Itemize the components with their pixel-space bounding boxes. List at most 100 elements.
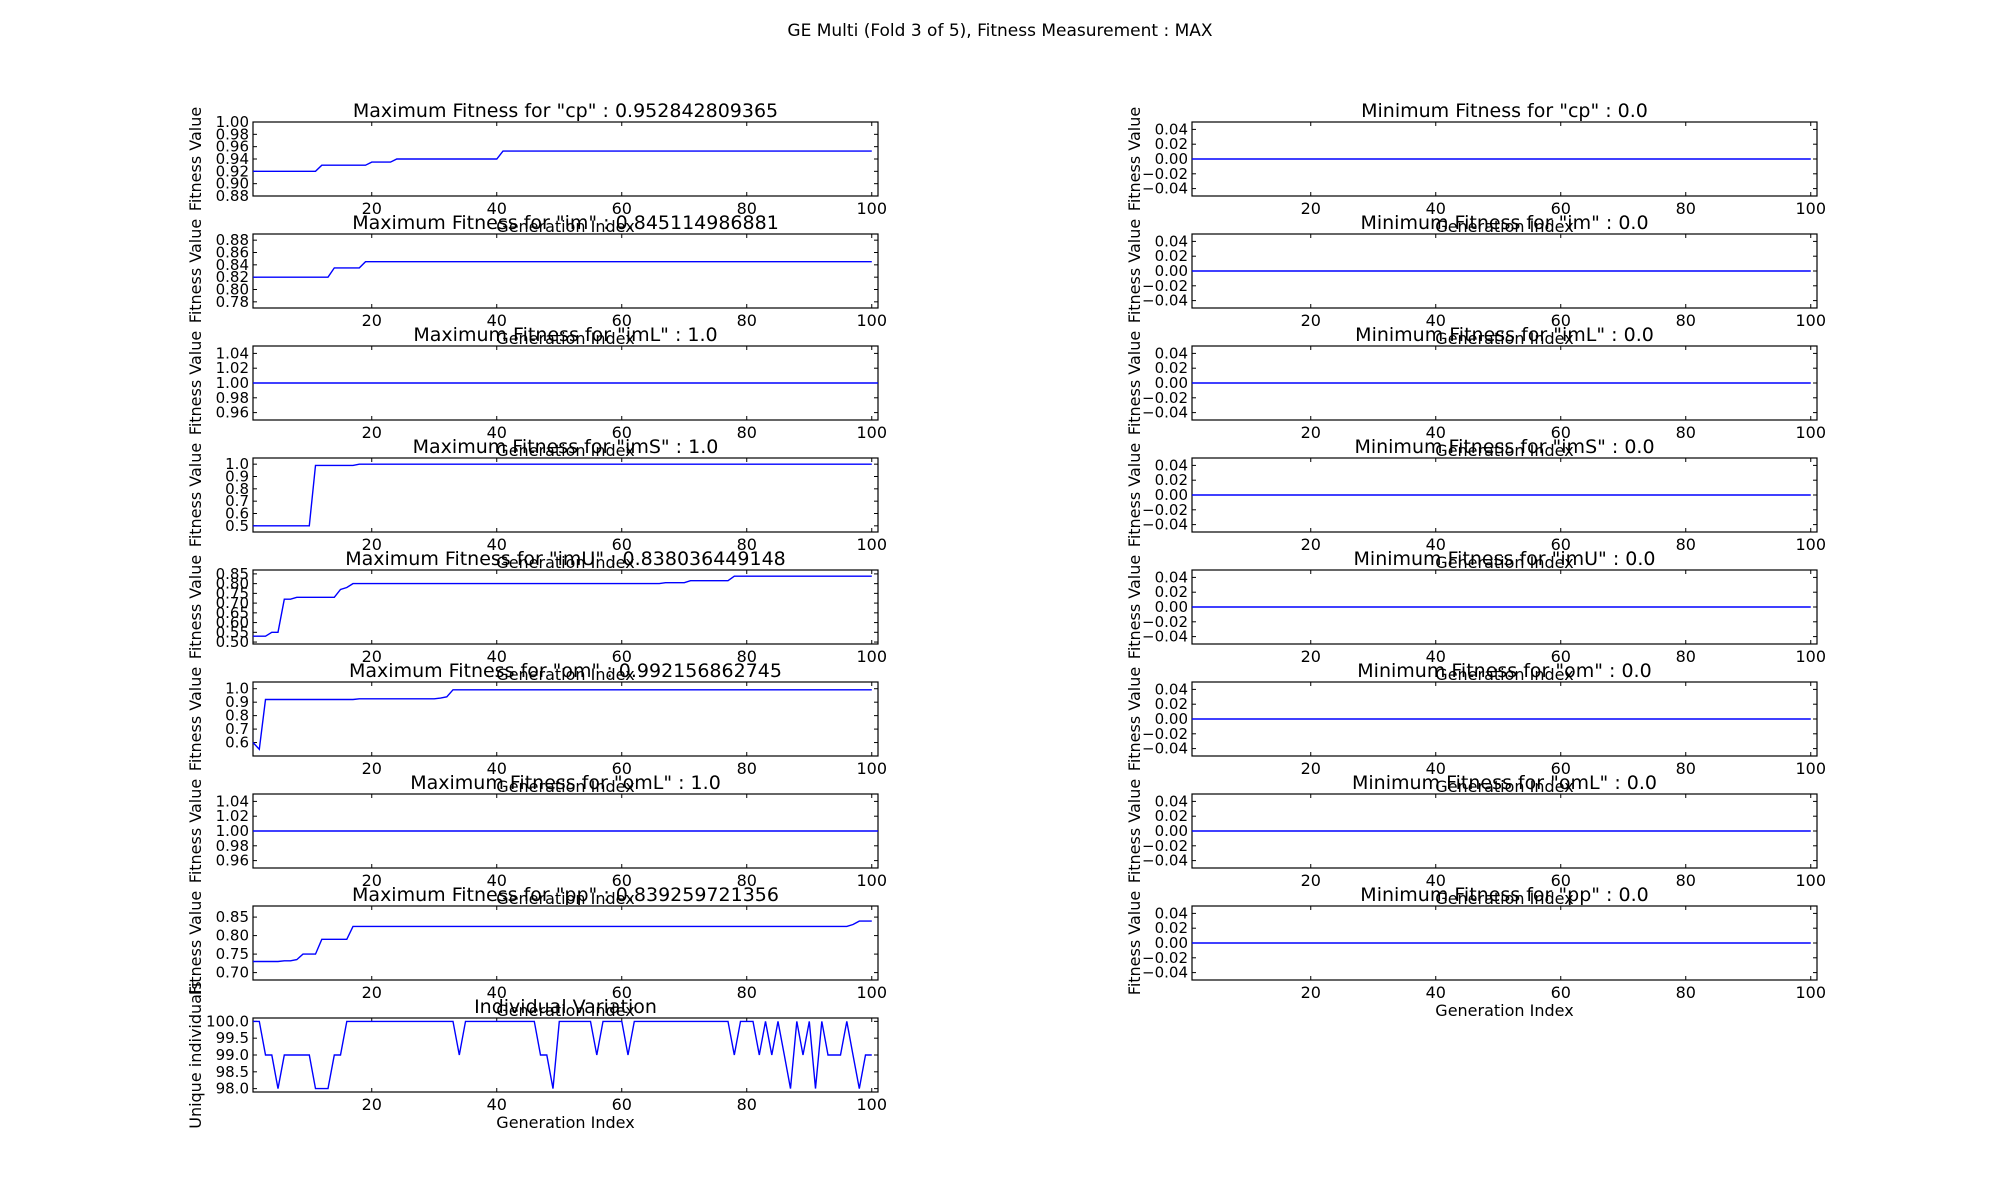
x-tick-label: 60 bbox=[1551, 423, 1571, 442]
x-tick-label: 20 bbox=[362, 983, 382, 1002]
x-tick-label: 60 bbox=[1551, 871, 1571, 890]
x-tick-label: 20 bbox=[362, 871, 382, 890]
x-tick-label: 20 bbox=[1301, 871, 1321, 890]
series-line bbox=[253, 920, 872, 963]
x-tick-label: 60 bbox=[612, 311, 632, 330]
x-tick-label: 20 bbox=[362, 199, 382, 218]
x-axis-label: Generation Index bbox=[496, 441, 634, 460]
x-tick-label: 100 bbox=[1795, 983, 1826, 1002]
x-axis-label: Generation Index bbox=[1435, 889, 1573, 908]
y-tick-label: 0.94 bbox=[216, 150, 249, 168]
y-tick-label: −0.02 bbox=[1142, 725, 1188, 743]
y-tick-label: 0.92 bbox=[216, 162, 249, 180]
x-axis-label: Generation Index bbox=[496, 553, 634, 572]
x-tick-label: 100 bbox=[856, 647, 887, 666]
x-tick-label: 20 bbox=[1301, 759, 1321, 778]
y-tick-label: 0.04 bbox=[1155, 120, 1188, 138]
series-line bbox=[253, 575, 872, 637]
y-tick-label: −0.04 bbox=[1142, 292, 1188, 310]
subplot-title: Minimum Fitness for "cp" : 0.0 bbox=[1361, 100, 1648, 122]
y-axis-label: Fitness Value bbox=[186, 443, 205, 547]
x-tick-label: 20 bbox=[362, 311, 382, 330]
x-tick-label: 40 bbox=[487, 871, 507, 890]
x-tick-label: 40 bbox=[487, 535, 507, 554]
subplot-title: Maximum Fitness for "om" : 0.99215686274… bbox=[349, 660, 782, 682]
y-tick-label: 0.86 bbox=[216, 244, 249, 262]
y-tick-label: 98.5 bbox=[216, 1063, 249, 1081]
y-axis-label: Unique individuals bbox=[186, 981, 205, 1129]
y-tick-label: 0.02 bbox=[1155, 695, 1188, 713]
x-tick-label: 40 bbox=[1426, 647, 1446, 666]
y-tick-label: −0.02 bbox=[1142, 837, 1188, 855]
x-tick-label: 100 bbox=[856, 759, 887, 778]
x-tick-label: 20 bbox=[1301, 647, 1321, 666]
x-tick-label: 100 bbox=[856, 1095, 887, 1114]
x-tick-label: 80 bbox=[737, 199, 757, 218]
x-tick-label: 40 bbox=[1426, 983, 1446, 1002]
series-line bbox=[253, 150, 872, 173]
y-tick-label: 1.0 bbox=[225, 680, 249, 698]
x-tick-label: 100 bbox=[856, 199, 887, 218]
x-tick-label: 40 bbox=[487, 983, 507, 1002]
y-tick-label: 0.9 bbox=[225, 693, 249, 711]
x-tick-label: 100 bbox=[856, 983, 887, 1002]
x-tick-label: 20 bbox=[1301, 311, 1321, 330]
x-tick-label: 100 bbox=[1795, 759, 1826, 778]
x-tick-label: 80 bbox=[1676, 199, 1696, 218]
x-tick-label: 40 bbox=[487, 311, 507, 330]
x-axis-label: Generation Index bbox=[1435, 329, 1573, 348]
x-tick-label: 60 bbox=[612, 983, 632, 1002]
subplot-title: Minimum Fitness for "pp" : 0.0 bbox=[1360, 884, 1648, 906]
subplot-title: Maximum Fitness for "imU" : 0.8380364491… bbox=[345, 548, 786, 570]
y-tick-label: 100.0 bbox=[206, 1012, 249, 1030]
y-tick-label: 0.88 bbox=[216, 187, 249, 205]
y-tick-label: 0.04 bbox=[1155, 680, 1188, 698]
subplot-title: Minimum Fitness for "imS" : 0.0 bbox=[1354, 436, 1654, 458]
x-tick-label: 20 bbox=[362, 535, 382, 554]
y-tick-label: −0.02 bbox=[1142, 501, 1188, 519]
y-axis-label: Fitness Value bbox=[186, 555, 205, 659]
figure-suptitle: GE Multi (Fold 3 of 5), Fitness Measurem… bbox=[787, 21, 1212, 41]
x-tick-label: 80 bbox=[737, 535, 757, 554]
y-tick-label: 0.02 bbox=[1155, 247, 1188, 265]
x-axis-label: Generation Index bbox=[496, 217, 634, 236]
y-tick-label: 1.04 bbox=[216, 792, 249, 810]
y-tick-label: 0.82 bbox=[216, 268, 249, 286]
x-tick-label: 40 bbox=[1426, 199, 1446, 218]
y-tick-label: 0.84 bbox=[216, 256, 249, 274]
y-tick-label: 0.9 bbox=[225, 468, 249, 486]
subplot-title: Maximum Fitness for "imL" : 1.0 bbox=[413, 324, 717, 346]
series-line bbox=[253, 1020, 872, 1090]
x-tick-label: 100 bbox=[1795, 199, 1826, 218]
y-tick-label: −0.02 bbox=[1142, 165, 1188, 183]
y-tick-label: −0.04 bbox=[1142, 628, 1188, 646]
subplot-title: Minimum Fitness for "omL" : 0.0 bbox=[1352, 772, 1657, 794]
x-axis-label: Generation Index bbox=[496, 665, 634, 684]
x-tick-label: 60 bbox=[612, 1095, 632, 1114]
x-tick-label: 20 bbox=[362, 647, 382, 666]
y-tick-label: 0.85 bbox=[216, 908, 249, 926]
subplot-title: Maximum Fitness for "im" : 0.84511498688… bbox=[352, 212, 779, 234]
x-tick-label: 80 bbox=[1676, 535, 1696, 554]
x-tick-label: 60 bbox=[612, 535, 632, 554]
y-tick-label: 99.5 bbox=[216, 1029, 249, 1047]
y-tick-label: 1.00 bbox=[216, 113, 249, 131]
x-tick-label: 80 bbox=[1676, 311, 1696, 330]
x-tick-label: 60 bbox=[1551, 311, 1571, 330]
y-tick-label: −0.04 bbox=[1142, 516, 1188, 534]
x-tick-label: 80 bbox=[737, 759, 757, 778]
y-tick-label: 0.75 bbox=[216, 945, 249, 963]
x-tick-label: 20 bbox=[1301, 535, 1321, 554]
y-tick-label: 0.8 bbox=[225, 707, 249, 725]
y-tick-label: 0.04 bbox=[1155, 456, 1188, 474]
x-tick-label: 80 bbox=[737, 423, 757, 442]
y-tick-label: −0.04 bbox=[1142, 964, 1188, 982]
subplot-title: Maximum Fitness for "pp" : 0.83925972135… bbox=[352, 884, 779, 906]
y-tick-label: 0.00 bbox=[1155, 262, 1188, 280]
y-axis-label: Fitness Value bbox=[1125, 107, 1144, 211]
series-line bbox=[252, 689, 872, 751]
subplot-title: Minimum Fitness for "imU" : 0.0 bbox=[1354, 548, 1656, 570]
y-axis-label: Fitness Value bbox=[1125, 555, 1144, 659]
y-tick-label: 0.50 bbox=[216, 633, 249, 651]
x-tick-label: 20 bbox=[362, 759, 382, 778]
